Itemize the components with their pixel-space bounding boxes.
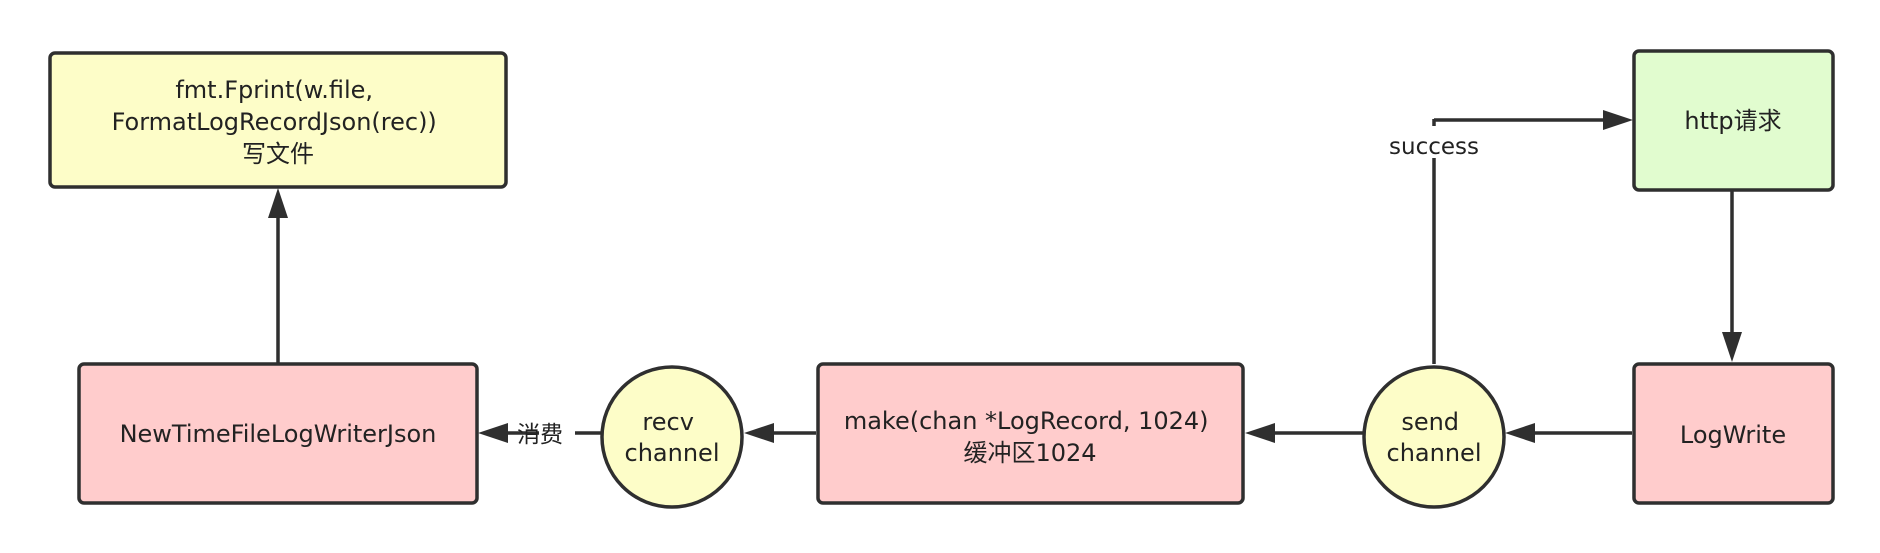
edge-label-consume: 消费 (517, 422, 563, 448)
node-recv-channel: recv channel (600, 365, 744, 509)
svg-text:fmt.Fprint(w.file, Forma: fmt.Fprint(w.file, FormatLogRecordJson(r… (112, 76, 445, 168)
node-make-chan: make(chan *LogRecord, 1024) 缓冲区1024 (816, 362, 1245, 505)
http-request-label: http请求 (1684, 107, 1781, 135)
send-channel-line-1: send (1401, 408, 1459, 436)
arrowhead-left-icon (478, 423, 508, 443)
arrowhead-left-icon (1245, 423, 1275, 443)
recv-channel-line-1: recv (642, 408, 694, 436)
node-http-request: http请求 (1632, 49, 1835, 192)
edges (268, 110, 1742, 443)
write-file-line-2: FormatLogRecordJson(rec)) (112, 108, 437, 136)
svg-text:http请求: http请求 (1684, 107, 1781, 135)
node-send-channel: send channel (1362, 365, 1506, 509)
svg-text:send channel: send channel (1387, 408, 1482, 467)
send-channel-line-2: channel (1387, 439, 1482, 467)
write-file-line-1: fmt.Fprint(w.file, (175, 76, 373, 104)
write-file-line-3: 写文件 (242, 140, 314, 168)
writer-json-label: NewTimeFileLogWriterJson (120, 420, 437, 448)
make-chan-line-1: make(chan *LogRecord, 1024) (844, 407, 1209, 435)
recv-channel-line-2: channel (625, 439, 720, 467)
arrowhead-left-icon (1505, 423, 1535, 443)
node-write-file: fmt.Fprint(w.file, FormatLogRecordJson(r… (48, 51, 508, 189)
arrowhead-right-icon (1603, 110, 1633, 130)
svg-text:LogWrite: LogWrite (1680, 421, 1786, 449)
node-log-write: LogWrite (1632, 362, 1835, 505)
log-write-label: LogWrite (1680, 421, 1786, 449)
make-chan-line-2: 缓冲区1024 (963, 439, 1096, 467)
arrowhead-down-icon (1722, 332, 1742, 362)
edge-label-success: success (1389, 134, 1479, 160)
node-writer-json: NewTimeFileLogWriterJson (77, 362, 479, 505)
svg-text:recv channel: recv channel (625, 408, 720, 467)
arrowhead-left-icon (744, 423, 774, 443)
svg-text:make(chan *LogRecord, 1024): make(chan *LogRecord, 1024) 缓冲区1024 (844, 407, 1216, 467)
arrowhead-up-icon (268, 188, 288, 218)
svg-text:NewTimeFileLogWriterJson: NewTimeFileLogWriterJson (120, 420, 437, 448)
